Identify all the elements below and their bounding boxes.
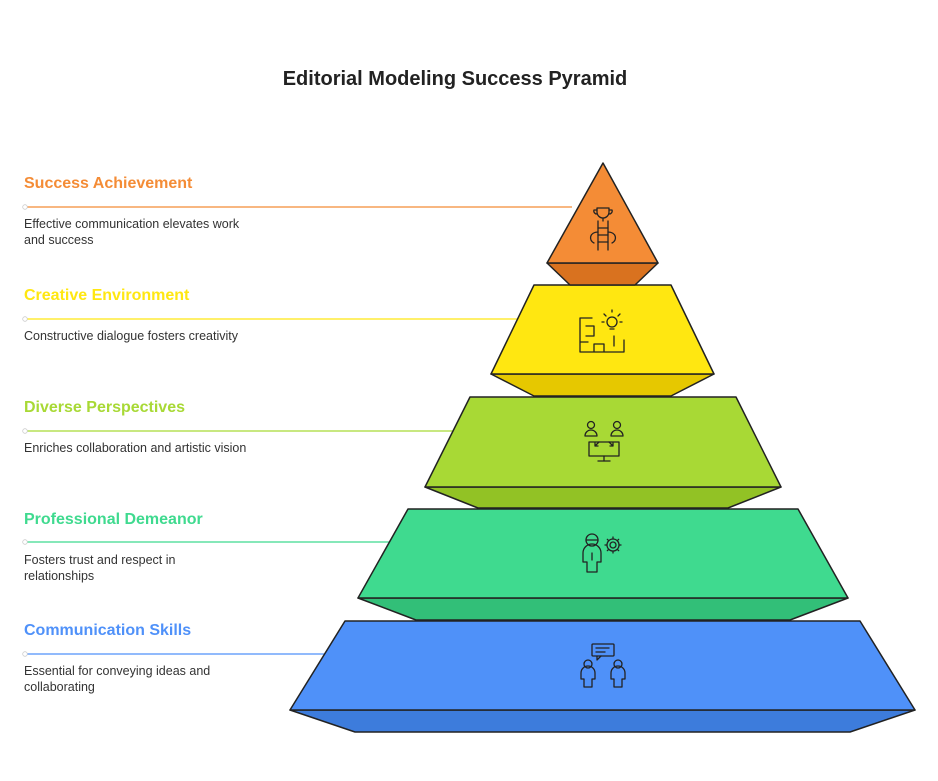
level-heading: Success Achievement bbox=[24, 175, 193, 192]
level-description: Fosters trust and respect in relationshi… bbox=[24, 553, 176, 583]
people-chat-icon bbox=[580, 643, 626, 688]
level-text-professional-demeanor: Professional Demeanor Fosters trust and … bbox=[24, 511, 249, 584]
connector-professional-demeanor bbox=[22, 539, 390, 545]
level-text-success-achievement: Success Achievement Effective communicat… bbox=[24, 175, 249, 248]
level-heading: Professional Demeanor bbox=[24, 511, 203, 528]
level-heading: Diverse Perspectives bbox=[24, 399, 185, 416]
people-screen-icon bbox=[584, 420, 624, 462]
level-heading: Communication Skills bbox=[24, 622, 192, 639]
pyramid-level-diverse-perspectives bbox=[424, 396, 782, 509]
connector-creative-environment bbox=[22, 316, 520, 322]
person-gear-icon bbox=[582, 533, 622, 573]
connector-success-achievement bbox=[22, 204, 572, 210]
level-text-creative-environment: Creative Environment Constructive dialog… bbox=[24, 287, 249, 344]
level-text-communication-skills: Communication Skills Essential for conve… bbox=[24, 622, 249, 695]
connector-communication-skills bbox=[22, 651, 325, 657]
trophy-ladder-icon bbox=[589, 207, 617, 251]
pyramid-level-success-achievement bbox=[546, 162, 659, 286]
connector-diverse-perspectives bbox=[22, 428, 458, 434]
level-description: Effective communication elevates work an… bbox=[24, 217, 240, 247]
level-description: Enriches collaboration and artistic visi… bbox=[24, 441, 247, 455]
pyramid-level-professional-demeanor bbox=[357, 508, 849, 621]
pyramid-level-communication-skills bbox=[289, 620, 916, 733]
level-text-diverse-perspectives: Diverse Perspectives Enriches collaborat… bbox=[24, 399, 249, 456]
level-heading: Creative Environment bbox=[24, 287, 190, 304]
level-description: Constructive dialogue fosters creativity bbox=[24, 329, 238, 343]
pyramid-level-creative-environment bbox=[490, 284, 715, 397]
lightbulb-maze-icon bbox=[579, 309, 625, 353]
page-title: Editorial Modeling Success Pyramid bbox=[282, 68, 628, 90]
level-description: Essential for conveying ideas and collab… bbox=[24, 664, 211, 694]
